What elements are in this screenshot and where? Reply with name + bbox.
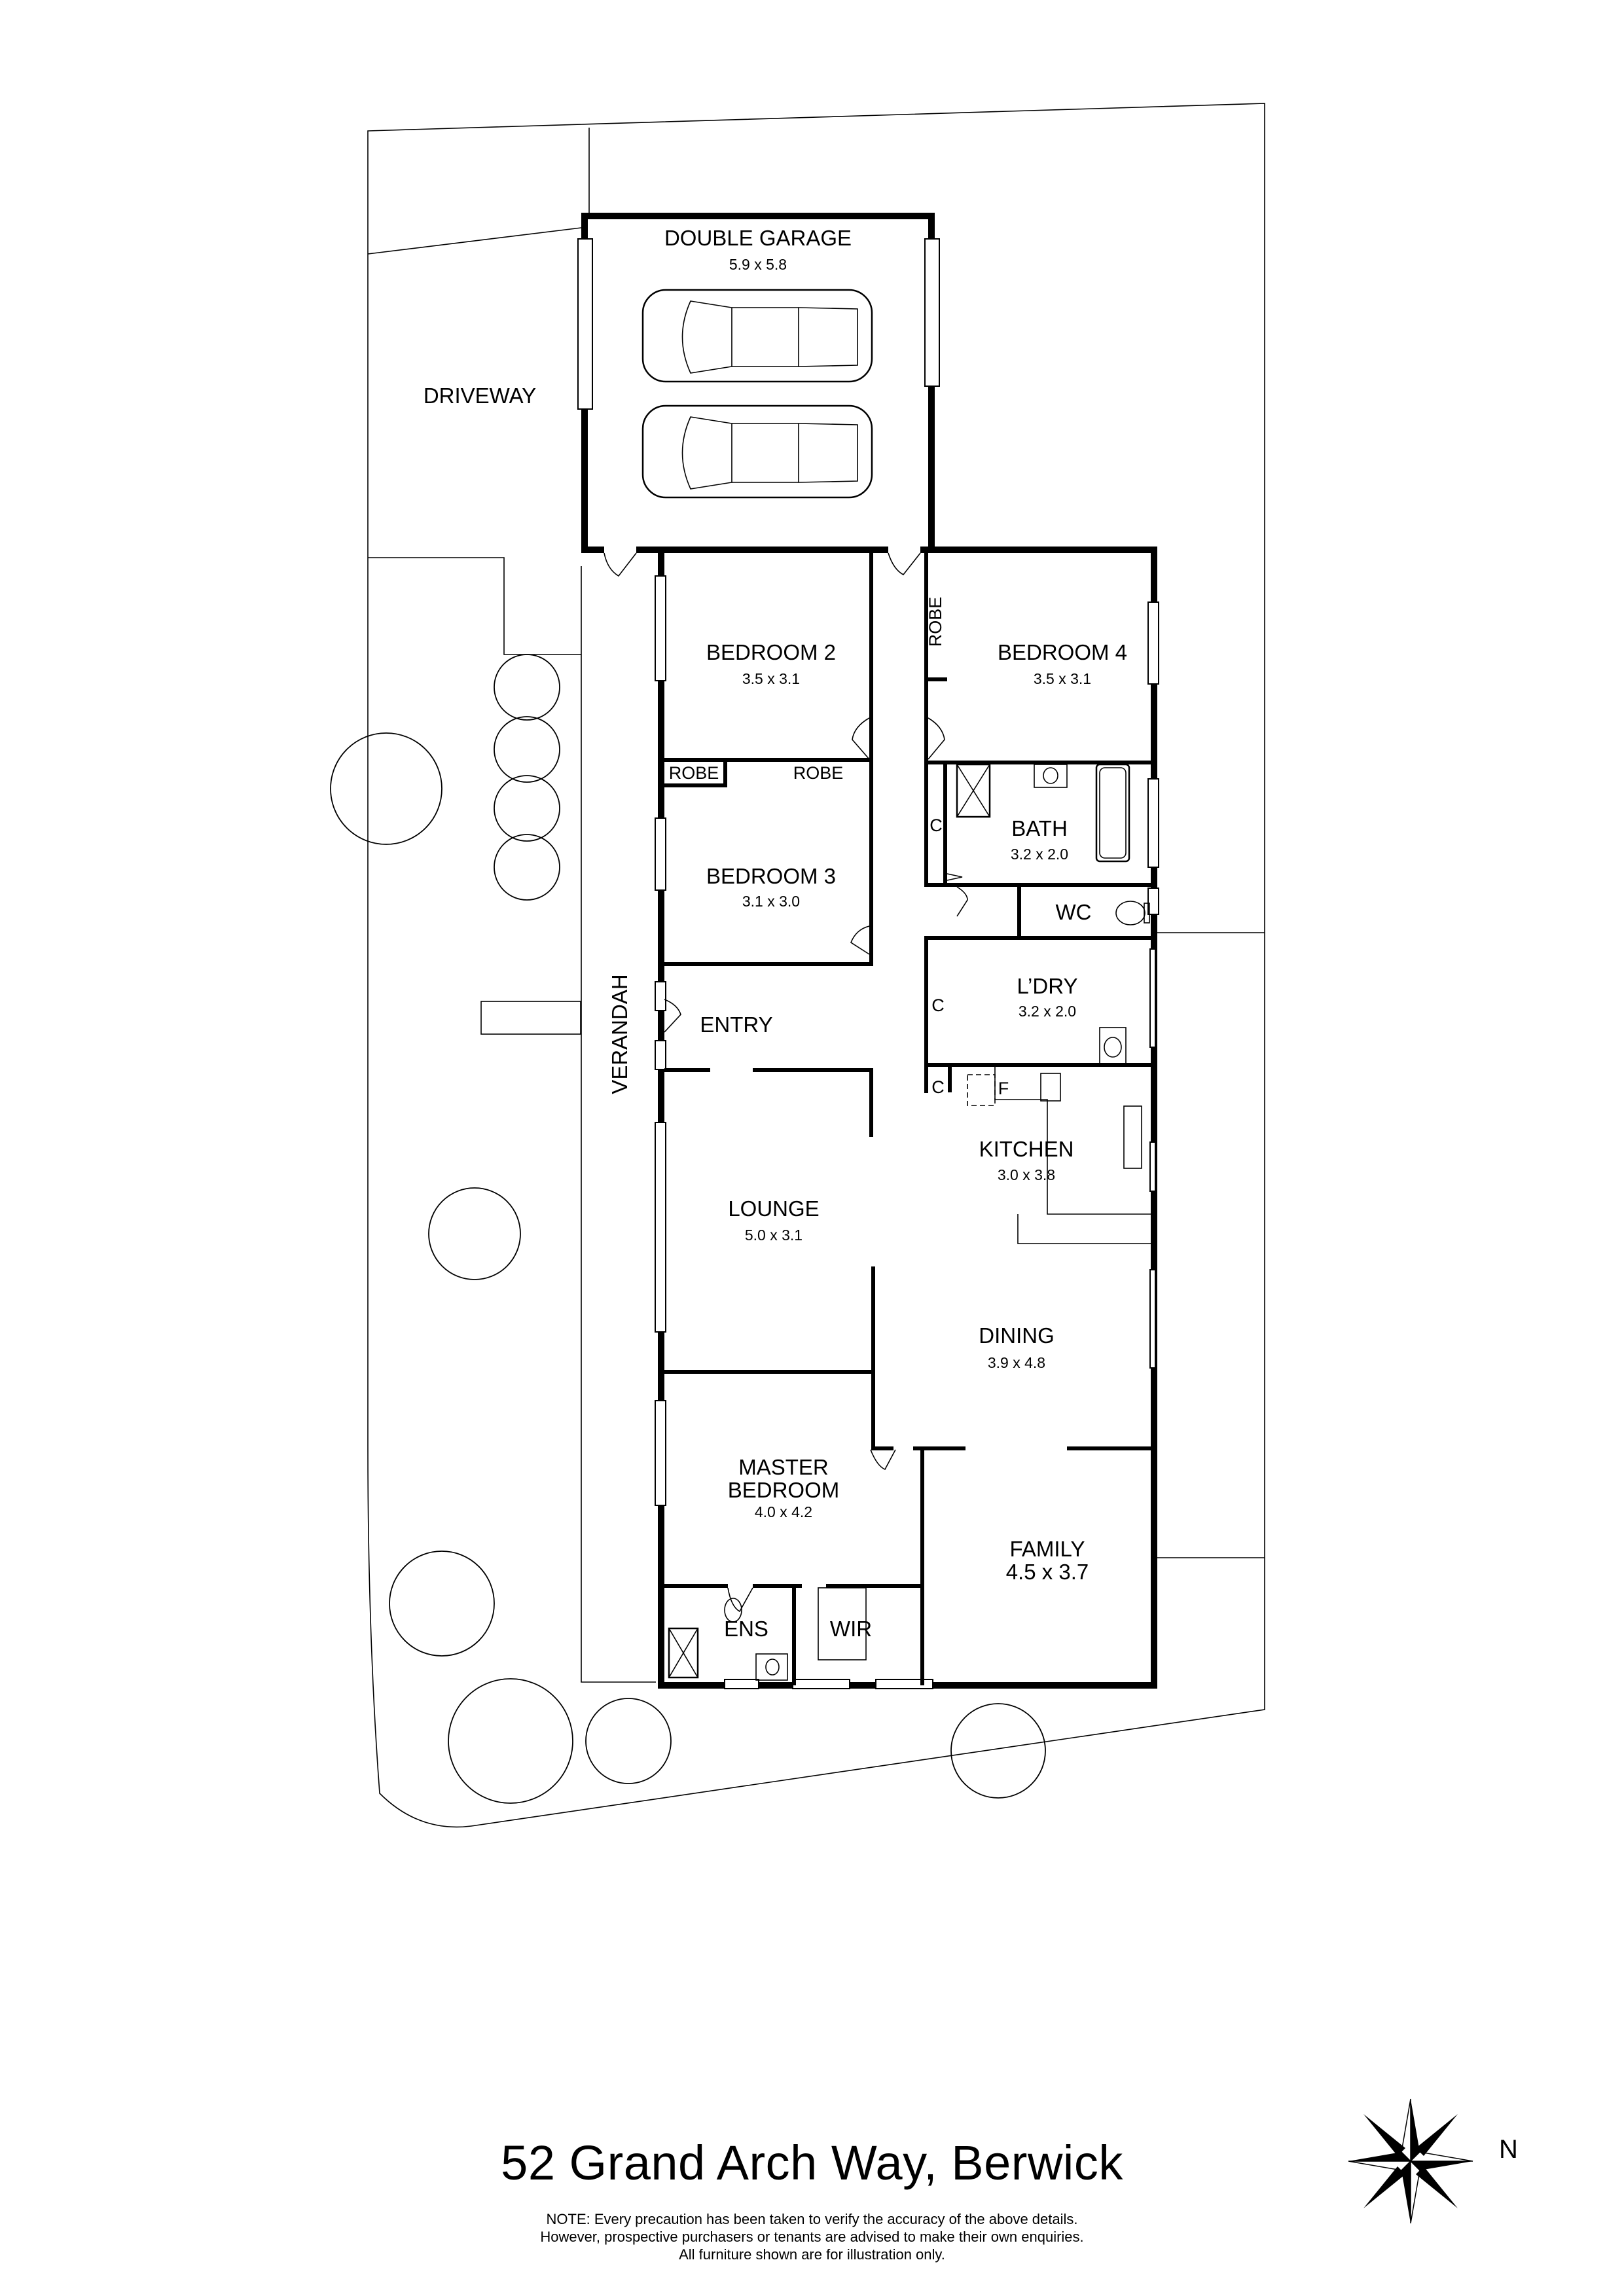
disclaimer-line1: NOTE: Every precaution has been taken to… <box>546 2211 1078 2227</box>
kitchen-dims: 3.0 x 3.8 <box>998 1166 1055 1183</box>
room-labels: DOUBLE GARAGE 5.9 x 5.8 DRIVEWAY VERANDA… <box>424 226 1127 1641</box>
laundry-label: L’DRY <box>1017 974 1078 998</box>
car-icon <box>641 404 873 499</box>
tree-icon <box>389 1551 495 1657</box>
laundry-dims: 3.2 x 2.0 <box>1019 1003 1076 1020</box>
lounge-label: LOUNGE <box>728 1196 819 1221</box>
toilet-icon <box>1115 901 1146 925</box>
master-label-line1: MASTER <box>738 1455 829 1479</box>
wc-label: WC <box>1056 900 1092 924</box>
tree-icon <box>494 716 560 783</box>
ensuite-label: ENS <box>724 1617 768 1641</box>
bath-dims: 3.2 x 2.0 <box>1011 846 1068 863</box>
tree-icon <box>428 1187 521 1280</box>
cupboard-label: C <box>929 816 943 835</box>
pantry-label: C <box>931 1077 945 1097</box>
garage-label: DOUBLE GARAGE <box>664 226 852 250</box>
tree-icon <box>494 654 560 721</box>
master-label-line2: BEDROOM <box>728 1478 840 1502</box>
cooktop-icon <box>1040 1073 1061 1102</box>
house-walls <box>655 547 1159 1689</box>
car-icon <box>641 289 873 383</box>
wir-rail <box>818 1587 867 1660</box>
bedroom4-label: BEDROOM 4 <box>998 640 1127 664</box>
kitchen-sink-icon <box>1123 1105 1142 1169</box>
doors <box>604 552 968 1613</box>
bedroom3-label: BEDROOM 3 <box>706 864 836 888</box>
tree-icon <box>448 1678 573 1804</box>
kitchen-label: KITCHEN <box>979 1137 1074 1161</box>
ensuite-toilet-icon <box>724 1598 742 1623</box>
tree-icon <box>494 834 560 901</box>
tree-icon <box>585 1698 672 1784</box>
sink-icon <box>1104 1037 1122 1058</box>
garage-dims: 5.9 x 5.8 <box>729 256 787 273</box>
property-boundary <box>367 103 1265 1828</box>
fixtures <box>668 763 1151 1681</box>
verandah-label: VERANDAH <box>607 974 632 1094</box>
bedroom2-dims: 3.5 x 3.1 <box>742 670 800 687</box>
bedroom3-dims: 3.1 x 3.0 <box>742 893 800 910</box>
basin-icon <box>1043 767 1058 784</box>
driveway-label: DRIVEWAY <box>424 384 536 408</box>
robe-label: ROBE <box>669 763 719 783</box>
ensuite-basin <box>755 1653 788 1681</box>
entry-label: ENTRY <box>700 1013 772 1037</box>
interior-walls <box>664 547 1157 1685</box>
bedroom4-dims: 3.5 x 3.1 <box>1034 670 1091 687</box>
disclaimer-line3: All furniture shown are for illustration… <box>679 2246 945 2263</box>
cupboard-label: C <box>931 996 945 1015</box>
lounge-dims: 5.0 x 3.1 <box>745 1227 803 1244</box>
compass-rose-icon <box>1348 2098 1473 2224</box>
dining-dims: 3.9 x 4.8 <box>988 1354 1045 1371</box>
laundry-tub <box>1099 1027 1127 1064</box>
tree-icon <box>330 732 442 845</box>
bath-label: BATH <box>1011 816 1068 840</box>
wir-label: WIR <box>830 1617 872 1641</box>
master-dims: 4.0 x 4.2 <box>755 1503 812 1520</box>
property-address: 52 Grand Arch Way, Berwick <box>501 2136 1123 2190</box>
family-dims: 4.5 x 3.7 <box>1006 1560 1089 1584</box>
disclaimer-line2: However, prospective purchasers or tenan… <box>540 2229 1084 2245</box>
ensuite-shower-icon <box>668 1627 699 1679</box>
vanity <box>1034 764 1068 788</box>
step <box>480 1001 581 1035</box>
garage-walls <box>577 213 1156 553</box>
fridge-label: F <box>998 1079 1009 1098</box>
shower-icon <box>956 763 991 818</box>
bathtub-icon <box>1095 763 1130 863</box>
bedroom2-label: BEDROOM 2 <box>706 640 836 664</box>
fridge-space <box>967 1074 996 1106</box>
north-label: N <box>1499 2135 1518 2164</box>
dining-label: DINING <box>979 1323 1055 1348</box>
tree-icon <box>494 775 560 842</box>
tree-icon <box>950 1703 1046 1799</box>
robe-label: ROBE <box>793 763 844 783</box>
family-label: FAMILY <box>1010 1537 1085 1561</box>
robe-label: ROBE <box>926 597 945 647</box>
trees <box>330 654 1046 1804</box>
